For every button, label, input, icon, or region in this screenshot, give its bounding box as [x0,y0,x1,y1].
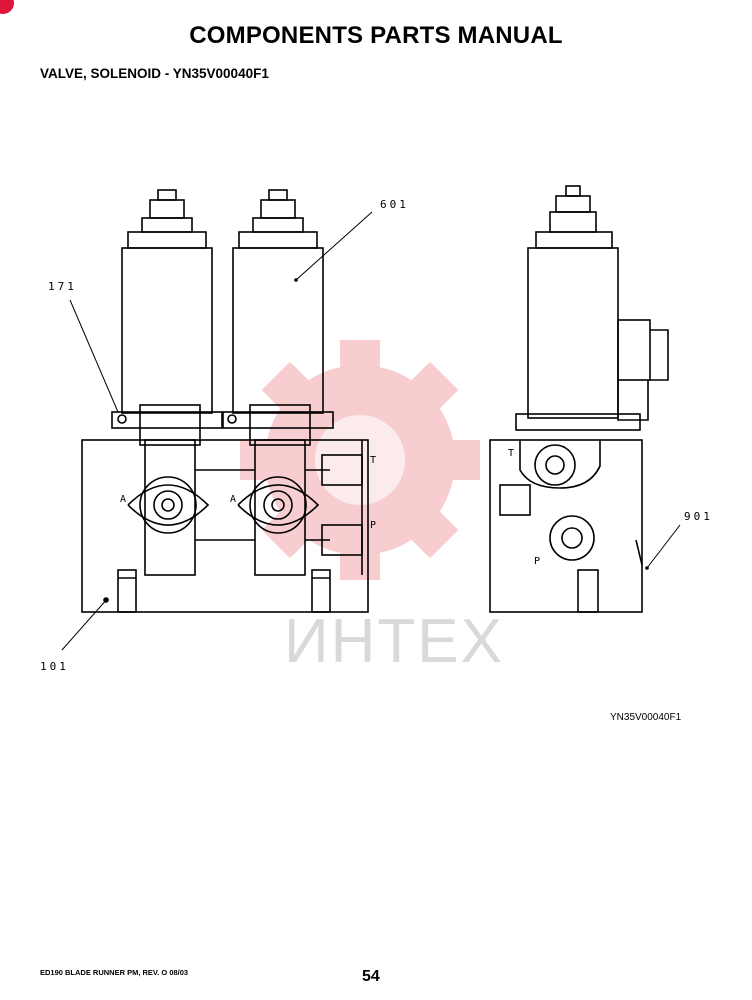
callout-101: 101 [40,660,69,673]
port-label-p: P [370,520,377,531]
watermark-text: ИНТЕХ [284,607,504,676]
page-title: COMPONENTS PARTS MANUAL [189,22,563,49]
corner-logo-mark [0,0,14,14]
footer-manual-info: ED190 BLADE RUNNER PM, REV. O 08/03 [40,968,189,977]
callout-601: 601 [380,198,409,211]
solenoid-side [527,247,619,419]
port-label-t-side: T [508,448,515,459]
drawing-id: YN35V00040F1 [610,712,682,723]
page-number: 54 [362,968,380,985]
callout-171: 171 [48,280,77,293]
port-label-p-side: P [534,556,541,567]
port-label-t: T [370,455,377,466]
part-subtitle: VALVE, SOLENOID - YN35V00040F1 [40,66,269,81]
manifold-block-side [489,439,643,613]
solenoid-left [121,247,213,414]
callout-901: 901 [684,510,713,523]
port-label-a-left: A [120,494,127,505]
port-label-a-right: A [230,494,237,505]
manifold-block-front [81,439,369,613]
